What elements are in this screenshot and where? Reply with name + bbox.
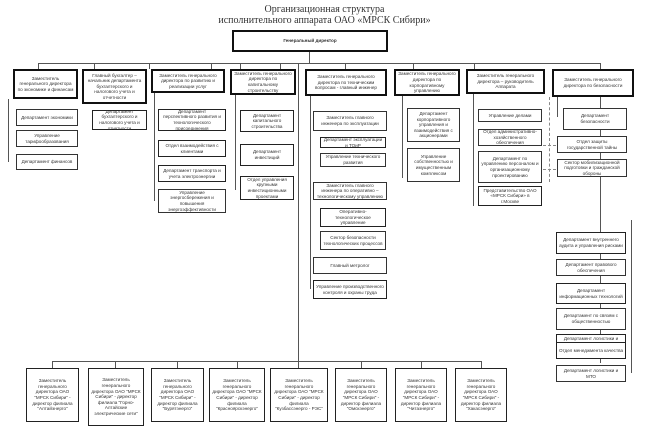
connector [8,99,9,162]
connector [631,220,632,373]
department-box: Департамент финансов [16,154,78,170]
dashed-connector [543,169,556,170]
department-box: Управление делами [478,109,542,122]
department-box: Департамент эксплуатации и ТОиР [320,137,386,148]
branch-box: Заместитель генерального директора ОАО "… [151,368,204,422]
connector [361,361,362,368]
department-box: Департамент экономики [16,109,78,126]
chart-title-line1: Организационная структура [264,4,385,15]
department-box: Департамент корпоративного управления и … [407,108,460,142]
connector [237,361,238,368]
connector [310,96,311,289]
deputy-box: Заместитель генерального директора по ка… [230,69,296,95]
department-box: Главный метролог [313,257,387,274]
department-box: Заместитель главного инженера по операти… [313,182,387,200]
connector [38,63,600,64]
department-box: Управление технического развития [320,153,386,167]
department-box: Оперативно-технологическое управление [320,208,386,227]
connector [177,361,178,368]
general-director-box: Генеральный директор [232,30,388,52]
connector [52,361,482,362]
department-box: Департамент бухгалтерского и налогового … [92,109,147,131]
deputy-box: Заместитель генерального директора по те… [305,69,387,96]
department-box: Сектор мобилизационной подготовки и граж… [557,159,627,177]
department-box: Департамент правового обеспечения [556,259,626,276]
department-box: Департамент инвестиций [240,144,294,166]
connector [149,63,150,69]
dashed-connector [543,145,556,146]
branch-box: Заместитель генерального директора ОАО "… [88,368,144,426]
connector [481,361,482,368]
department-box: Департамент информационных технологий [556,283,626,304]
deputy-box: Заместитель генерального директора – рук… [466,69,545,94]
deputy-box: Заместитель генерального директора по бе… [552,69,634,97]
department-box: Представительство ОАО «МРСК Сибири» в г.… [478,186,542,206]
department-box: Заместитель главного инженера по эксплуа… [313,111,387,131]
branch-box: Заместитель генерального директора ОАО "… [455,368,507,422]
connector [402,96,403,178]
branch-box: Заместитель генерального директора ОАО "… [26,368,79,422]
department-box: Отдел взаимодействия с клиентами [158,140,226,157]
department-box: Департамент безопасности [563,108,627,130]
connector [154,93,155,201]
department-box: Управление собственностью и имущественны… [407,148,460,182]
department-box: Департамент по связям с общественностью [556,308,626,330]
department-box: Управление тарифообразования [16,130,78,147]
connector [38,63,39,69]
department-box: Отдел защиты государственной тайны [557,136,627,153]
department-box: Департамент логистики и МТО [556,365,626,382]
branch-box: Заместитель генерального директора ОАО "… [209,368,265,422]
connector [421,361,422,368]
department-box: Отдел управления крупными инвестиционным… [240,176,294,200]
branch-box: Заместитель генерального директора ОАО "… [335,368,387,422]
branch-box: Заместитель генерального директора ОАО "… [395,368,447,422]
department-box: Департамент внутреннего аудита и управле… [556,232,626,254]
chart-title-line2: исполнительного аппарата ОАО «МРСК Сибир… [218,15,431,26]
connector [474,63,475,69]
deputy-box: Заместитель генерального директора по эк… [13,69,78,99]
department-box: Департамент транспорта и учета электроэн… [158,165,226,182]
department-box: Управление производственного контроля и … [313,280,387,299]
connector [240,63,241,71]
connector [94,63,95,69]
department-box: Отдел административно-хозяйственного обе… [478,129,542,146]
deputy-box: Главный бухгалтер – начальник департамен… [82,69,147,104]
connector [309,52,310,63]
branch-box: Заместитель генерального директора ОАО "… [270,368,328,422]
connector [235,95,236,190]
connector [115,361,116,368]
department-box: Управление энергосбережения и повышения … [158,189,226,213]
dashed-connector [549,97,550,182]
department-box: Отдел менеджмента качества [556,342,626,359]
deputy-box: Заместитель генерального директора по ко… [394,69,460,96]
department-box: Департамент по управлению персоналом и о… [478,151,542,183]
connector [211,63,212,69]
connector [600,63,601,363]
connector [52,361,53,368]
department-box: Сектор безопасности технологических проц… [320,231,386,250]
department-box: Департамент перспективного развития и те… [158,109,226,131]
connector [280,63,281,69]
deputy-box: Заместитель генерального директора по ра… [151,69,225,93]
connector [345,63,346,69]
connector [413,63,414,69]
connector [298,63,299,368]
connector [557,97,558,117]
connector [473,94,474,206]
department-box: Департамент капитального строительства [240,110,294,132]
